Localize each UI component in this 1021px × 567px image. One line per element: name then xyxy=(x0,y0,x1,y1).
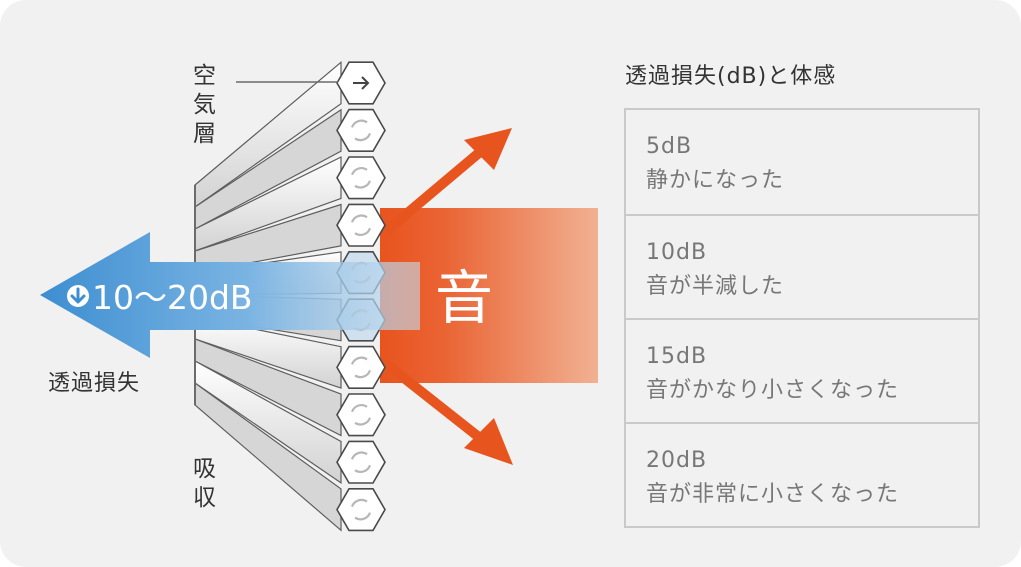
row-feel: 音が半減した xyxy=(646,274,785,299)
table-row: 20dB 音が非常に小さくなった xyxy=(626,422,978,526)
sound-label: 音 xyxy=(435,264,493,332)
row-db: 10dB xyxy=(646,240,708,265)
down-arrow-circle-icon xyxy=(67,285,89,307)
reflection-arrow-up xyxy=(381,128,512,236)
hexagon-cell xyxy=(336,487,386,532)
arrow-right-icon xyxy=(353,76,370,90)
transmission-loss-arrow xyxy=(40,232,420,358)
row-feel: 音がかなり小さくなった xyxy=(646,378,900,403)
absorption-char-2: 収 xyxy=(193,485,216,511)
recycle-icon xyxy=(350,356,372,379)
row-feel: 静かになった xyxy=(646,168,785,193)
hexagon-cell xyxy=(336,393,386,437)
table-row: 15dB 音がかなり小さくなった xyxy=(626,318,978,422)
hexagon-cell xyxy=(336,156,386,200)
air-layer-char-3: 層 xyxy=(193,121,216,147)
recycle-icon xyxy=(350,451,372,473)
hexagon-cell xyxy=(336,345,386,390)
air-layer-char-1: 空 xyxy=(193,63,216,89)
air-layer-char-2: 気 xyxy=(193,92,216,118)
reflection-arrow-down xyxy=(381,359,513,465)
row-feel: 音が非常に小さくなった xyxy=(646,482,900,507)
table-title: 透過損失(dB)と体感 xyxy=(625,64,837,89)
transmission-loss-label: 透過損失 xyxy=(48,371,140,396)
hexagon-cell xyxy=(336,203,386,247)
hexagon-cell xyxy=(336,108,386,152)
recycle-icon xyxy=(350,167,372,189)
table-row: 5dB 静かになった xyxy=(626,110,978,214)
recycle-icon xyxy=(350,404,372,426)
row-db: 15dB xyxy=(646,344,708,369)
table-row: 10dB 音が半減した xyxy=(626,214,978,318)
row-db: 20dB xyxy=(646,448,708,473)
absorption-char-1: 吸 xyxy=(193,456,216,482)
loss-perception-table: 5dB 静かになった 10dB 音が半減した 15dB 音がかなり小さくなった … xyxy=(624,108,980,528)
recycle-icon xyxy=(350,498,372,521)
row-db: 5dB xyxy=(646,134,693,159)
recycle-icon xyxy=(350,119,372,142)
hexagon-cell xyxy=(336,440,386,484)
transmission-loss-value: 10～20dB xyxy=(92,278,253,317)
recycle-icon xyxy=(350,214,372,236)
